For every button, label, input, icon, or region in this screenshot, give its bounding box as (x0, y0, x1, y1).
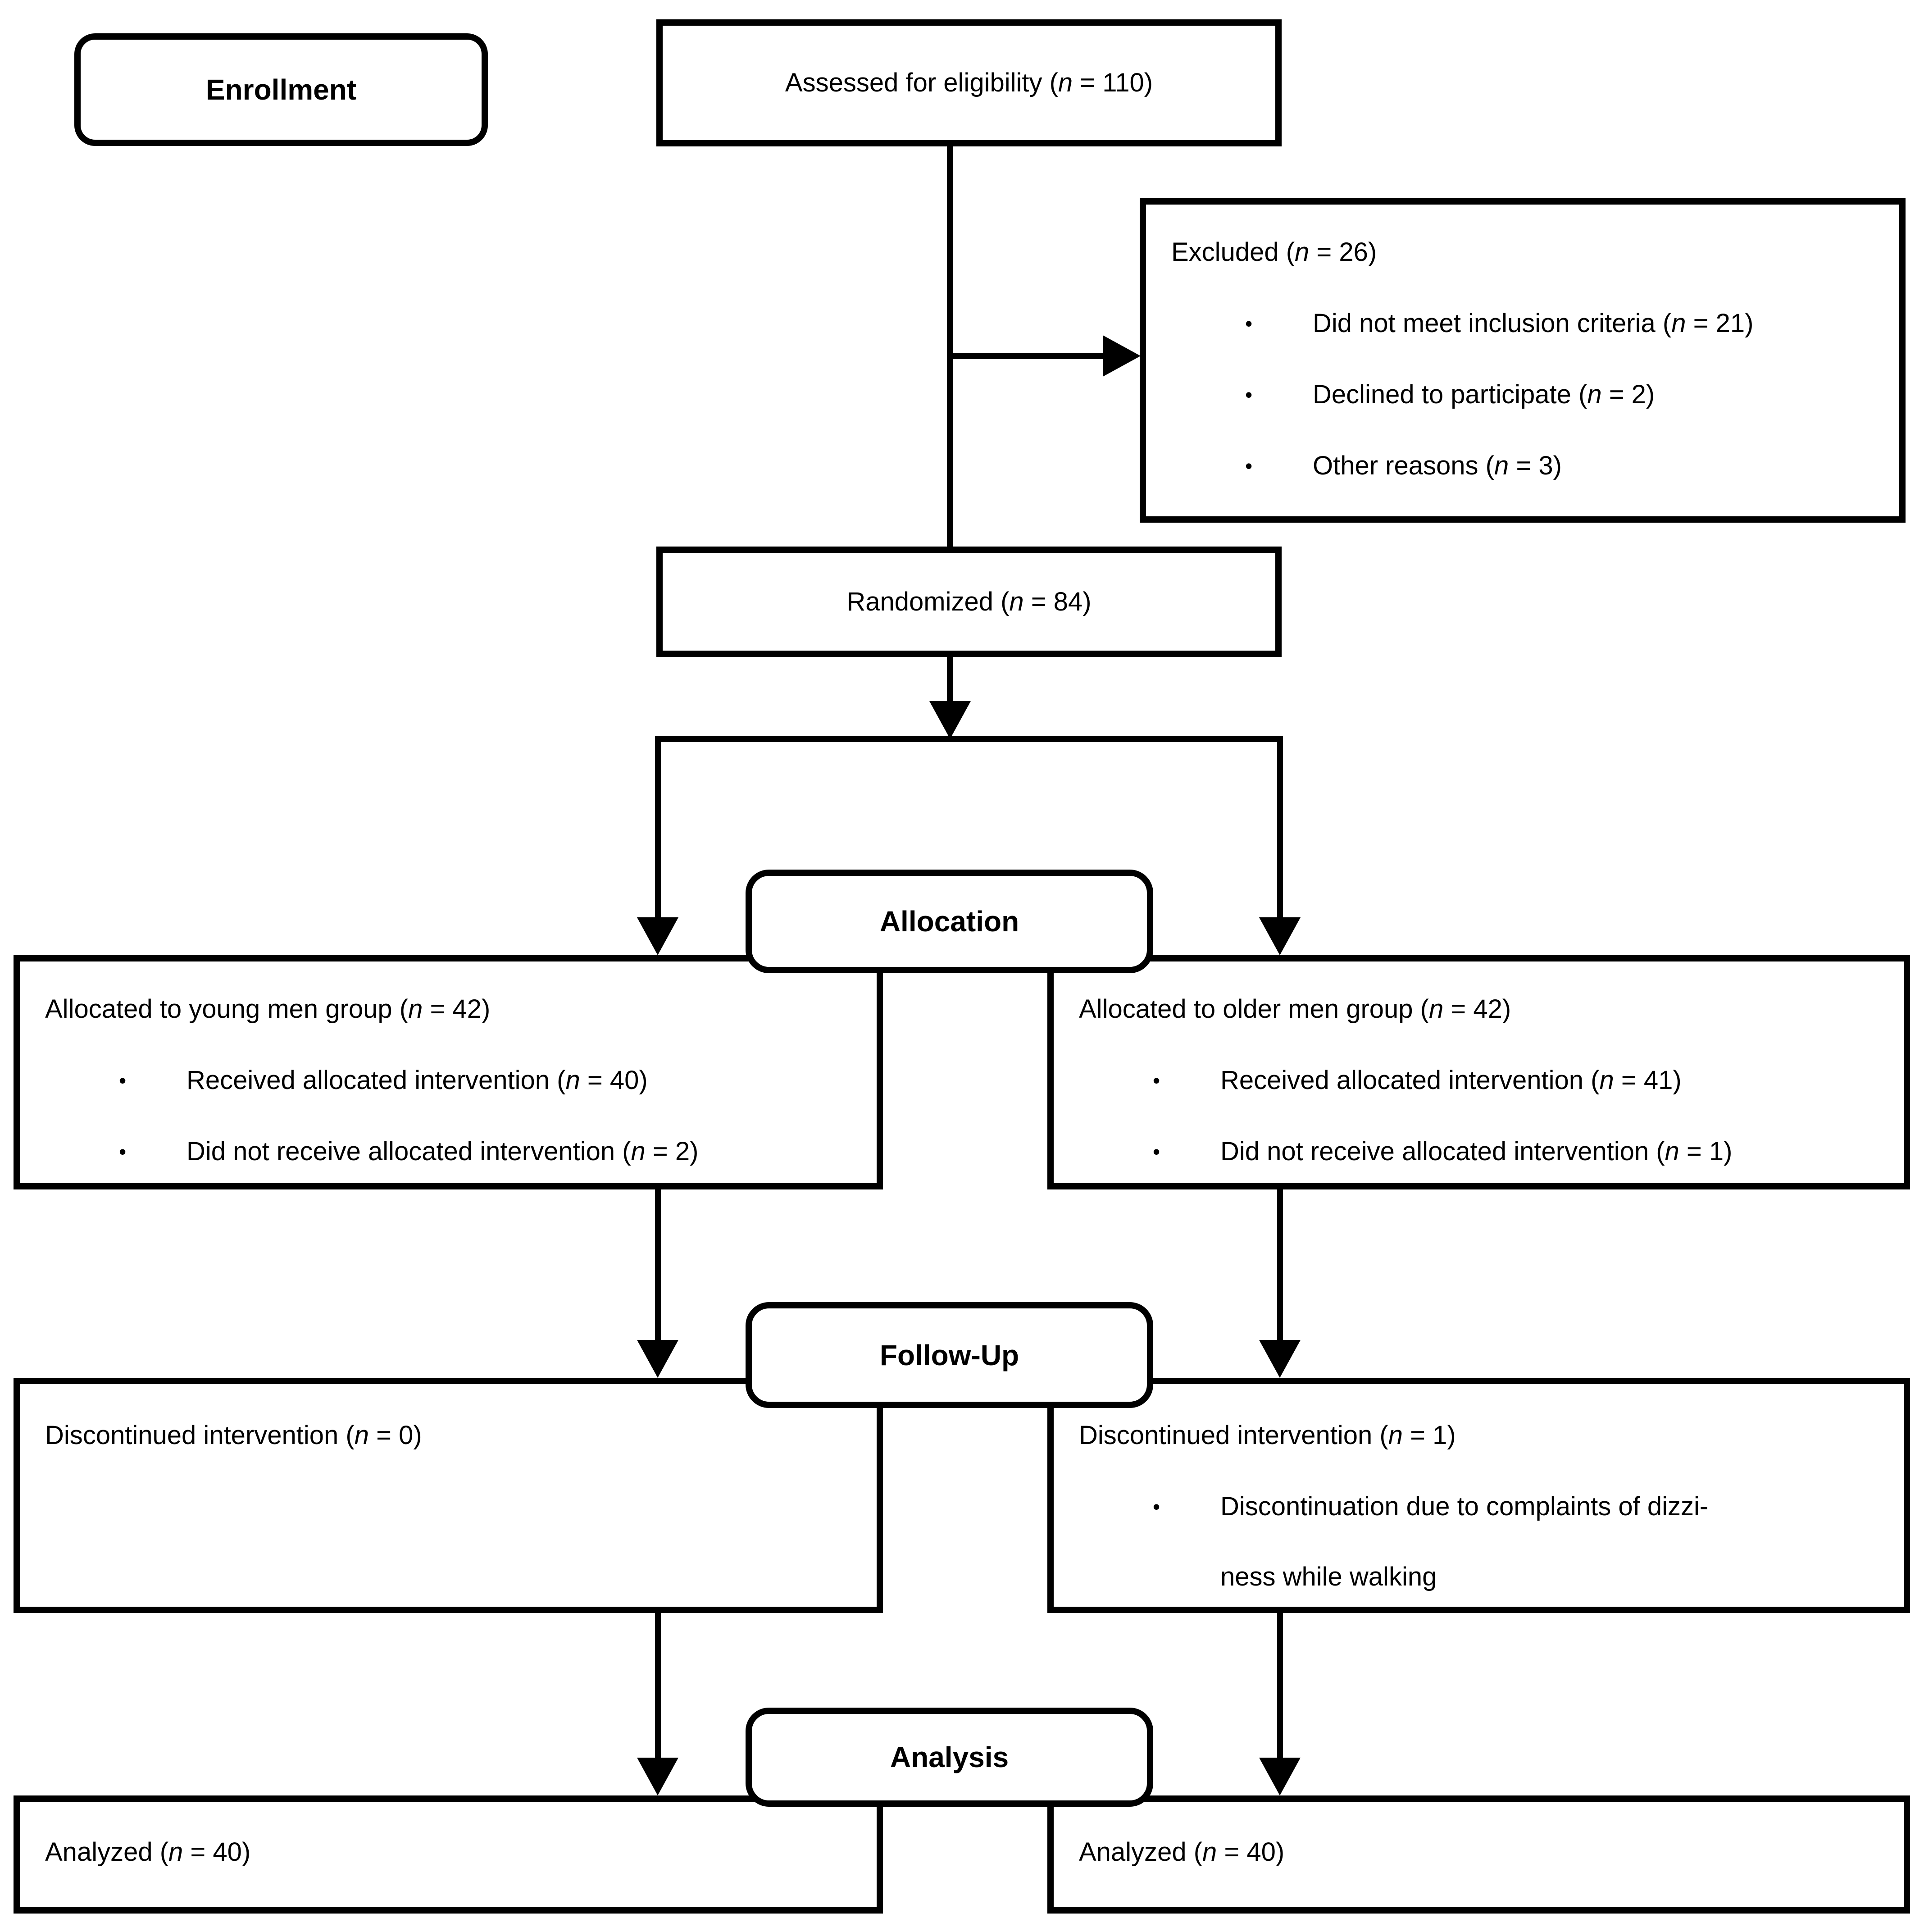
flow-line-alloc-to-followup-right (1277, 1189, 1283, 1341)
flow-line-followup-to-analysis-right (1277, 1613, 1283, 1759)
list-item: • Received allocated intervention (n = 4… (1054, 1064, 1904, 1097)
flow-line-branch-right (1277, 739, 1283, 918)
list-item: • Did not receive allocated intervention… (1054, 1135, 1904, 1168)
list-item: • Received allocated intervention (n = 4… (20, 1064, 877, 1097)
arrowhead-followup-left (637, 1340, 678, 1378)
box-analyzed-left: Analyzed (n = 40) (14, 1795, 883, 1914)
box-allocated-older-men-title: Allocated to older men group (n = 42) (1079, 994, 1511, 1024)
flow-line-assessed-to-randomized (947, 146, 953, 547)
list-item-text: Received allocated intervention (n = 40) (186, 1066, 648, 1095)
list-item-text: Other reasons (n = 3) (1313, 451, 1562, 480)
arrowhead-analyzed-left (637, 1758, 678, 1795)
box-allocated-older-men: Allocated to older men group (n = 42) • … (1047, 955, 1910, 1189)
list-item: • Other reasons (n = 3) (1146, 450, 1899, 482)
arrowhead-randomized-branch (929, 701, 971, 739)
list-item-text: Discontinuation due to complaints of diz… (1220, 1492, 1709, 1521)
stage-label-followup-text: Follow-Up (879, 1339, 1019, 1372)
list-item-text: Declined to participate (n = 2) (1313, 380, 1655, 409)
bullet-icon: • (1245, 454, 1253, 478)
bullet-icon: • (1153, 1495, 1160, 1518)
bullet-icon: • (1153, 1069, 1160, 1092)
bullet-icon: • (1153, 1140, 1160, 1163)
box-analyzed-right-title: Analyzed (n = 40) (1079, 1837, 1285, 1867)
box-randomized: Randomized (n = 84) (656, 547, 1282, 657)
box-analyzed-left-title: Analyzed (n = 40) (45, 1837, 251, 1867)
box-allocated-young-men: Allocated to young men group (n = 42) • … (14, 955, 883, 1189)
list-item: • Discontinuation due to complaints of d… (1054, 1490, 1904, 1523)
box-assessed-eligibility: Assessed for eligibility (n = 110) (656, 19, 1282, 146)
bullet-icon: • (119, 1069, 127, 1092)
box-analyzed-right: Analyzed (n = 40) (1047, 1795, 1910, 1914)
stage-label-analysis-text: Analysis (890, 1741, 1009, 1773)
flow-line-randomized-down (947, 657, 953, 703)
box-excluded-title: Excluded (n = 26) (1171, 237, 1377, 267)
box-discontinued-right-title: Discontinued intervention (n = 1) (1079, 1421, 1456, 1450)
flow-line-branch (655, 736, 1283, 742)
list-item: • Declined to participate (n = 2) (1146, 378, 1899, 411)
box-allocated-young-men-title: Allocated to young men group (n = 42) (45, 994, 491, 1024)
list-item-continuation: ness while walking (1220, 1562, 1437, 1591)
list-item-text: Did not receive allocated intervention (… (1220, 1137, 1733, 1166)
box-discontinued-right: Discontinued intervention (n = 1) • Disc… (1047, 1378, 1910, 1613)
arrowhead-excluded (1103, 335, 1141, 377)
flow-line-to-excluded (947, 353, 1105, 359)
stage-label-followup: Follow-Up (746, 1302, 1153, 1408)
box-excluded: Excluded (n = 26) • Did not meet inclusi… (1140, 198, 1906, 523)
list-item: • Did not receive allocated intervention… (20, 1135, 877, 1168)
list-item: • Did not meet inclusion criteria (n = 2… (1146, 307, 1899, 340)
stage-label-analysis: Analysis (746, 1708, 1153, 1807)
box-assessed-text: Assessed for eligibility (n = 110) (785, 68, 1153, 97)
flow-line-followup-to-analysis-left (655, 1613, 661, 1759)
arrowhead-followup-right (1259, 1340, 1301, 1378)
arrowhead-analyzed-right (1259, 1758, 1301, 1795)
bullet-icon: • (1245, 312, 1253, 335)
list-item-text: Did not meet inclusion criteria (n = 21) (1313, 309, 1754, 338)
stage-label-allocation-text: Allocation (879, 905, 1019, 938)
box-discontinued-left-title: Discontinued intervention (n = 0) (45, 1421, 422, 1450)
arrowhead-alloc-left (637, 917, 678, 955)
stage-label-enrollment: Enrollment (74, 33, 488, 146)
list-item-text: Received allocated intervention (n = 41) (1220, 1066, 1682, 1095)
arrowhead-alloc-right (1259, 917, 1301, 955)
bullet-icon: • (119, 1140, 127, 1163)
bullet-icon: • (1245, 383, 1253, 406)
box-discontinued-left: Discontinued intervention (n = 0) (14, 1378, 883, 1613)
box-randomized-text: Randomized (n = 84) (846, 587, 1092, 616)
flow-line-branch-left (655, 739, 661, 918)
flow-line-alloc-to-followup-left (655, 1189, 661, 1341)
stage-label-allocation: Allocation (746, 870, 1153, 973)
list-item-text: Did not receive allocated intervention (… (186, 1137, 699, 1166)
stage-label-enrollment-text: Enrollment (205, 73, 357, 106)
